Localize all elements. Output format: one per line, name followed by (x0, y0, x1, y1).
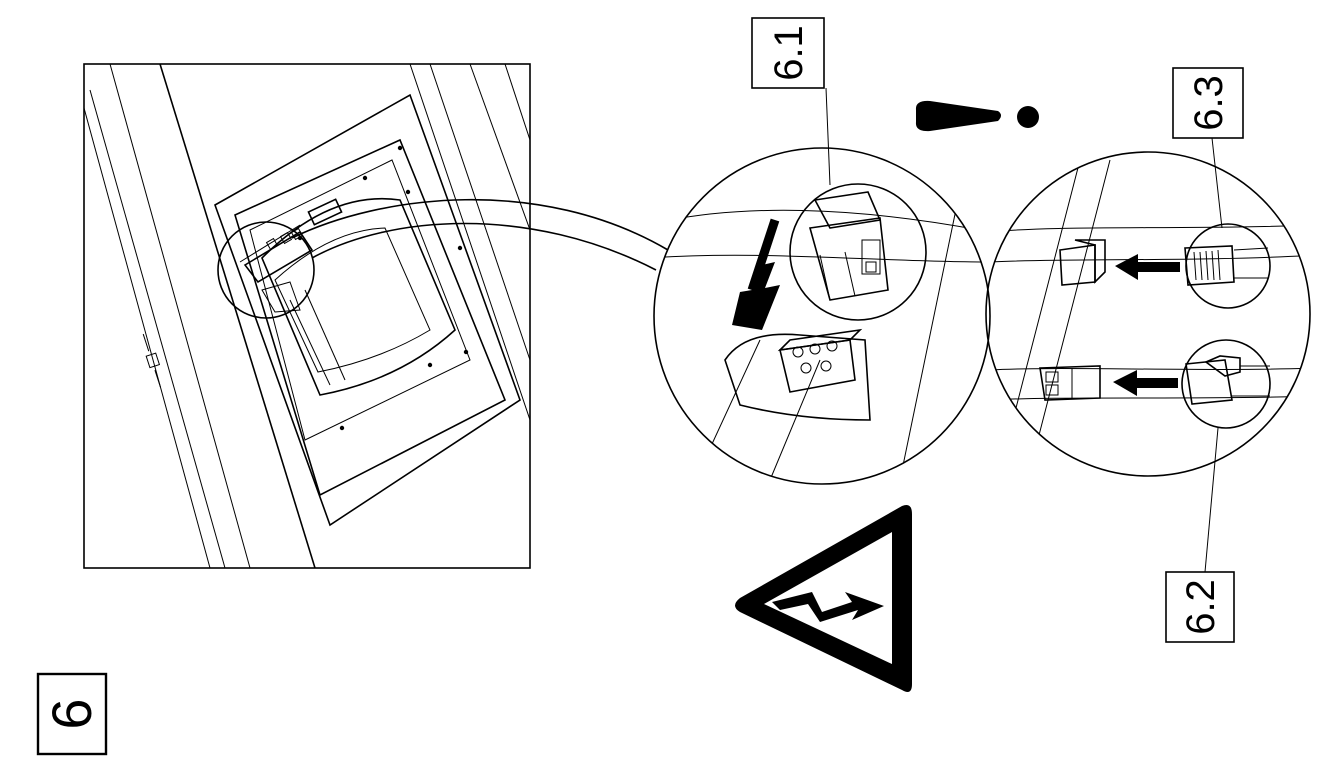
terminal-block (777, 328, 863, 393)
socket-top (1059, 239, 1106, 286)
block-plug (1185, 355, 1270, 405)
callout-label-6-2: 6.2 (1179, 579, 1223, 635)
plug-detail-top (1185, 223, 1271, 309)
device-marking (142, 333, 161, 388)
flat-plug (1184, 245, 1269, 286)
plug-detail-bottom (1181, 339, 1271, 429)
step-number-box: 6 (36, 672, 108, 756)
detail-circle-right (985, 151, 1311, 477)
overview-frame (83, 63, 531, 569)
insert-arrow-top-icon (1115, 254, 1180, 280)
callout-box-6-3 (1172, 67, 1244, 139)
push-down-arrow-icon (732, 218, 780, 330)
installation-overview (83, 63, 531, 569)
detail-circle-main (653, 147, 991, 485)
callout-box-6-1 (751, 17, 825, 89)
callout-label-6-3: 6.3 (1187, 75, 1231, 131)
callout-box-6-2 (1165, 571, 1235, 643)
step-number: 6 (40, 698, 103, 729)
socket-bottom (1039, 365, 1101, 401)
overview-detail-circle (217, 221, 315, 319)
magnifier-connector (291, 198, 669, 271)
detail-disconnect: 6.1 (653, 17, 991, 485)
exclamation-mark-icon (915, 100, 1039, 132)
plug-detail-circle (789, 183, 927, 321)
electric-shock-warning-icon (735, 505, 912, 692)
detail-connect: 6.3 6.2 (985, 67, 1311, 643)
insert-arrow-bottom-icon (1113, 370, 1178, 396)
plug-connector (808, 191, 889, 301)
callout-label-6-1: 6.1 (767, 25, 811, 81)
